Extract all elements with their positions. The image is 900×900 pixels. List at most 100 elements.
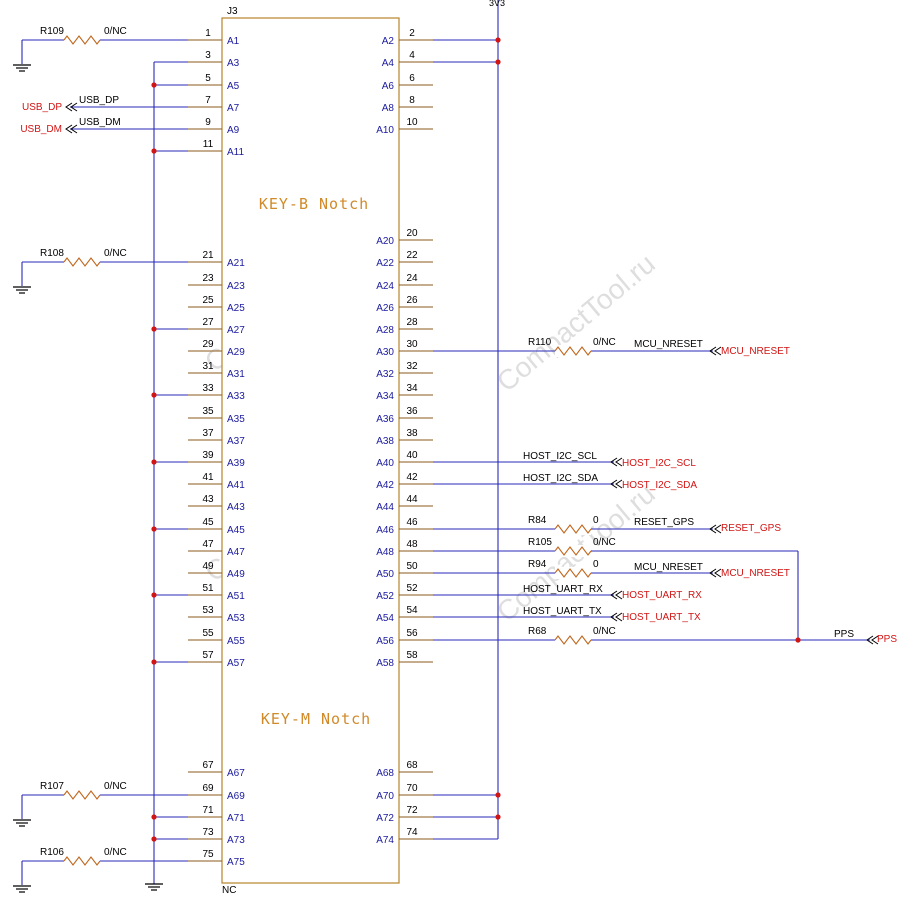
pin-number: 56 [406, 628, 418, 639]
connector-ref: J3 [227, 6, 238, 17]
pin-number: 23 [202, 273, 214, 284]
pin-number: 75 [202, 849, 214, 860]
resistor-symbol [63, 790, 101, 800]
junction-dot [795, 637, 801, 643]
pin-number: 37 [202, 428, 214, 439]
pin-name: A46 [376, 525, 394, 536]
watermark-text: CompactTool.ru [491, 248, 661, 398]
pin-number: 36 [406, 406, 418, 417]
resistor-ref: R109 [40, 26, 64, 37]
pin-number: 51 [202, 583, 214, 594]
resistor-ref: R107 [40, 781, 64, 792]
pin-number: 44 [406, 494, 418, 505]
junction-dot [151, 392, 157, 398]
pin-number: 74 [406, 827, 418, 838]
port-pps: PPS [877, 634, 897, 645]
port-i2c-scl: HOST_I2C_SCL [622, 458, 696, 469]
pin-number: 45 [202, 517, 214, 528]
pin-number: 5 [205, 73, 211, 84]
resistor-symbol [554, 524, 592, 534]
net-label-mcu-nreset-2: MCU_NRESET [634, 562, 703, 573]
port-chevron-icon [610, 590, 623, 600]
net-label-uart-tx: HOST_UART_TX [523, 606, 602, 617]
pin-name: A27 [227, 325, 245, 336]
power-label-3v3: 3V3 [489, 0, 505, 8]
pin-name: A5 [227, 81, 240, 92]
pin-name: A45 [227, 525, 245, 536]
pin-number: 10 [406, 117, 418, 128]
pin-name: A67 [227, 768, 245, 779]
pin-number: 6 [409, 73, 415, 84]
pin-number: 52 [406, 583, 418, 594]
pin-name: A28 [376, 325, 394, 336]
pin-name: A68 [376, 768, 394, 779]
pin-number: 58 [406, 650, 418, 661]
pin-number: 31 [202, 361, 214, 372]
pin-name: A51 [227, 591, 245, 602]
pin-number: 33 [202, 383, 214, 394]
pin-name: A40 [376, 458, 394, 469]
pin-number: 9 [205, 117, 211, 128]
pin-name: A21 [227, 258, 245, 269]
pin-number: 42 [406, 472, 418, 483]
junction-dot [151, 814, 157, 820]
pin-number: 54 [406, 605, 418, 616]
pin-number: 30 [406, 339, 418, 350]
pin-name: A3 [227, 58, 240, 69]
net-label-i2c-scl: HOST_I2C_SCL [523, 451, 597, 462]
pin-number: 67 [202, 760, 214, 771]
pin-number: 24 [406, 273, 418, 284]
pin-name: A35 [227, 414, 245, 425]
junction-dot [151, 148, 157, 154]
pin-number: 7 [205, 95, 211, 106]
pin-number: 3 [205, 50, 211, 61]
pin-number: 73 [202, 827, 214, 838]
pin-number: 70 [406, 783, 418, 794]
net-label-reset-gps: RESET_GPS [634, 517, 694, 528]
pin-name: A43 [227, 502, 245, 513]
pin-name: A23 [227, 281, 245, 292]
pin-name: A33 [227, 391, 245, 402]
pin-name: A75 [227, 857, 245, 868]
pin-number: 2 [409, 28, 415, 39]
pin-number: 26 [406, 295, 418, 306]
resistor-ref: R68 [528, 626, 547, 637]
pin-name: A36 [376, 414, 394, 425]
port-chevron-icon [709, 568, 722, 578]
pin-name: A7 [227, 103, 240, 114]
pin-number: 29 [202, 339, 214, 350]
pin-number: 28 [406, 317, 418, 328]
resistor-symbol [554, 635, 592, 645]
pin-name: A57 [227, 658, 245, 669]
pin-name: A69 [227, 791, 245, 802]
pin-name: A72 [376, 813, 394, 824]
pin-number: 21 [202, 250, 214, 261]
pin-number: 47 [202, 539, 214, 550]
pin-name: A8 [382, 103, 395, 114]
pin-name: A10 [376, 125, 394, 136]
resistor-value: 0/NC [104, 847, 127, 858]
pin-number: 25 [202, 295, 214, 306]
pin-number: 40 [406, 450, 418, 461]
pin-number: 20 [406, 228, 418, 239]
port-chevron-icon [65, 124, 78, 134]
junction-dot [151, 459, 157, 465]
port-chevron-icon [866, 635, 879, 645]
pin-number: 38 [406, 428, 418, 439]
resistor-symbol [63, 35, 101, 45]
pin-name: A11 [227, 147, 244, 158]
pin-name: A48 [376, 547, 394, 558]
pin-number: 8 [409, 95, 415, 106]
pin-number: 4 [409, 50, 415, 61]
pin-name: A50 [376, 569, 394, 580]
net-label-uart-rx: HOST_UART_RX [523, 584, 603, 595]
pin-name: A22 [376, 258, 394, 269]
pin-name: A74 [376, 835, 394, 846]
pin-name: A1 [227, 36, 240, 47]
pin-name: A71 [227, 813, 245, 824]
pin-number: 27 [202, 317, 214, 328]
port-uart-rx: HOST_UART_RX [622, 590, 702, 601]
pin-number: 32 [406, 361, 418, 372]
port-chevron-icon [709, 524, 722, 534]
